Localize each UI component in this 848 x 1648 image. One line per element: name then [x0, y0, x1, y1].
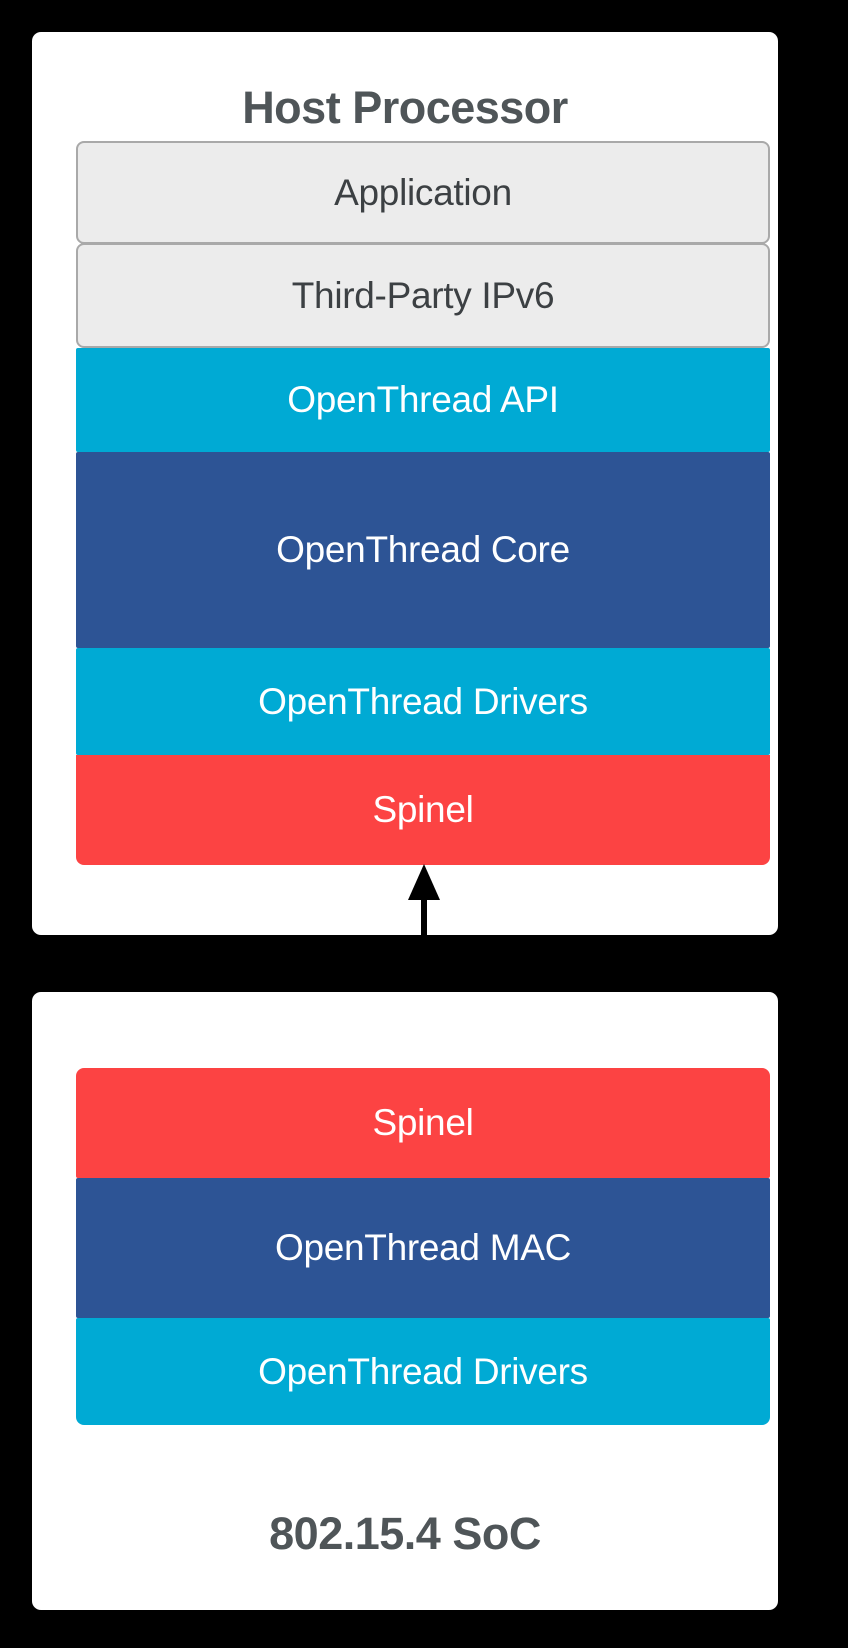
layer-openthread-mac: OpenThread MAC [76, 1178, 770, 1318]
layer-openthread-core: OpenThread Core [76, 452, 770, 648]
layer-third-party-ipv6: Third-Party IPv6 [76, 243, 770, 348]
layer-openthread-api-label: OpenThread API [287, 379, 559, 420]
layer-openthread-drivers-soc-label: OpenThread Drivers [258, 1350, 588, 1392]
soc-title: 802.15.4 SoC [269, 1508, 541, 1559]
layer-openthread-mac-label: OpenThread MAC [274, 1227, 572, 1268]
layer-openthread-api: OpenThread API [76, 348, 770, 452]
layer-openthread-drivers-soc: OpenThread Drivers [76, 1318, 770, 1425]
layer-openthread-drivers-host: OpenThread Drivers [76, 648, 770, 755]
layer-spinel-host-label: Spinel [372, 789, 474, 830]
layer-application-label: Application [334, 171, 512, 213]
layer-third-party-ipv6-label: Third-Party IPv6 [291, 274, 555, 316]
layer-application: Application [76, 141, 770, 244]
layer-spinel-soc-label: Spinel [372, 1102, 474, 1143]
layer-openthread-drivers-host-label: OpenThread Drivers [258, 680, 588, 722]
host-processor-title: Host Processor [242, 82, 568, 133]
layer-spinel-soc: Spinel [76, 1068, 770, 1178]
layer-spinel-host: Spinel [76, 755, 770, 865]
layer-openthread-core-label: OpenThread Core [276, 529, 570, 570]
